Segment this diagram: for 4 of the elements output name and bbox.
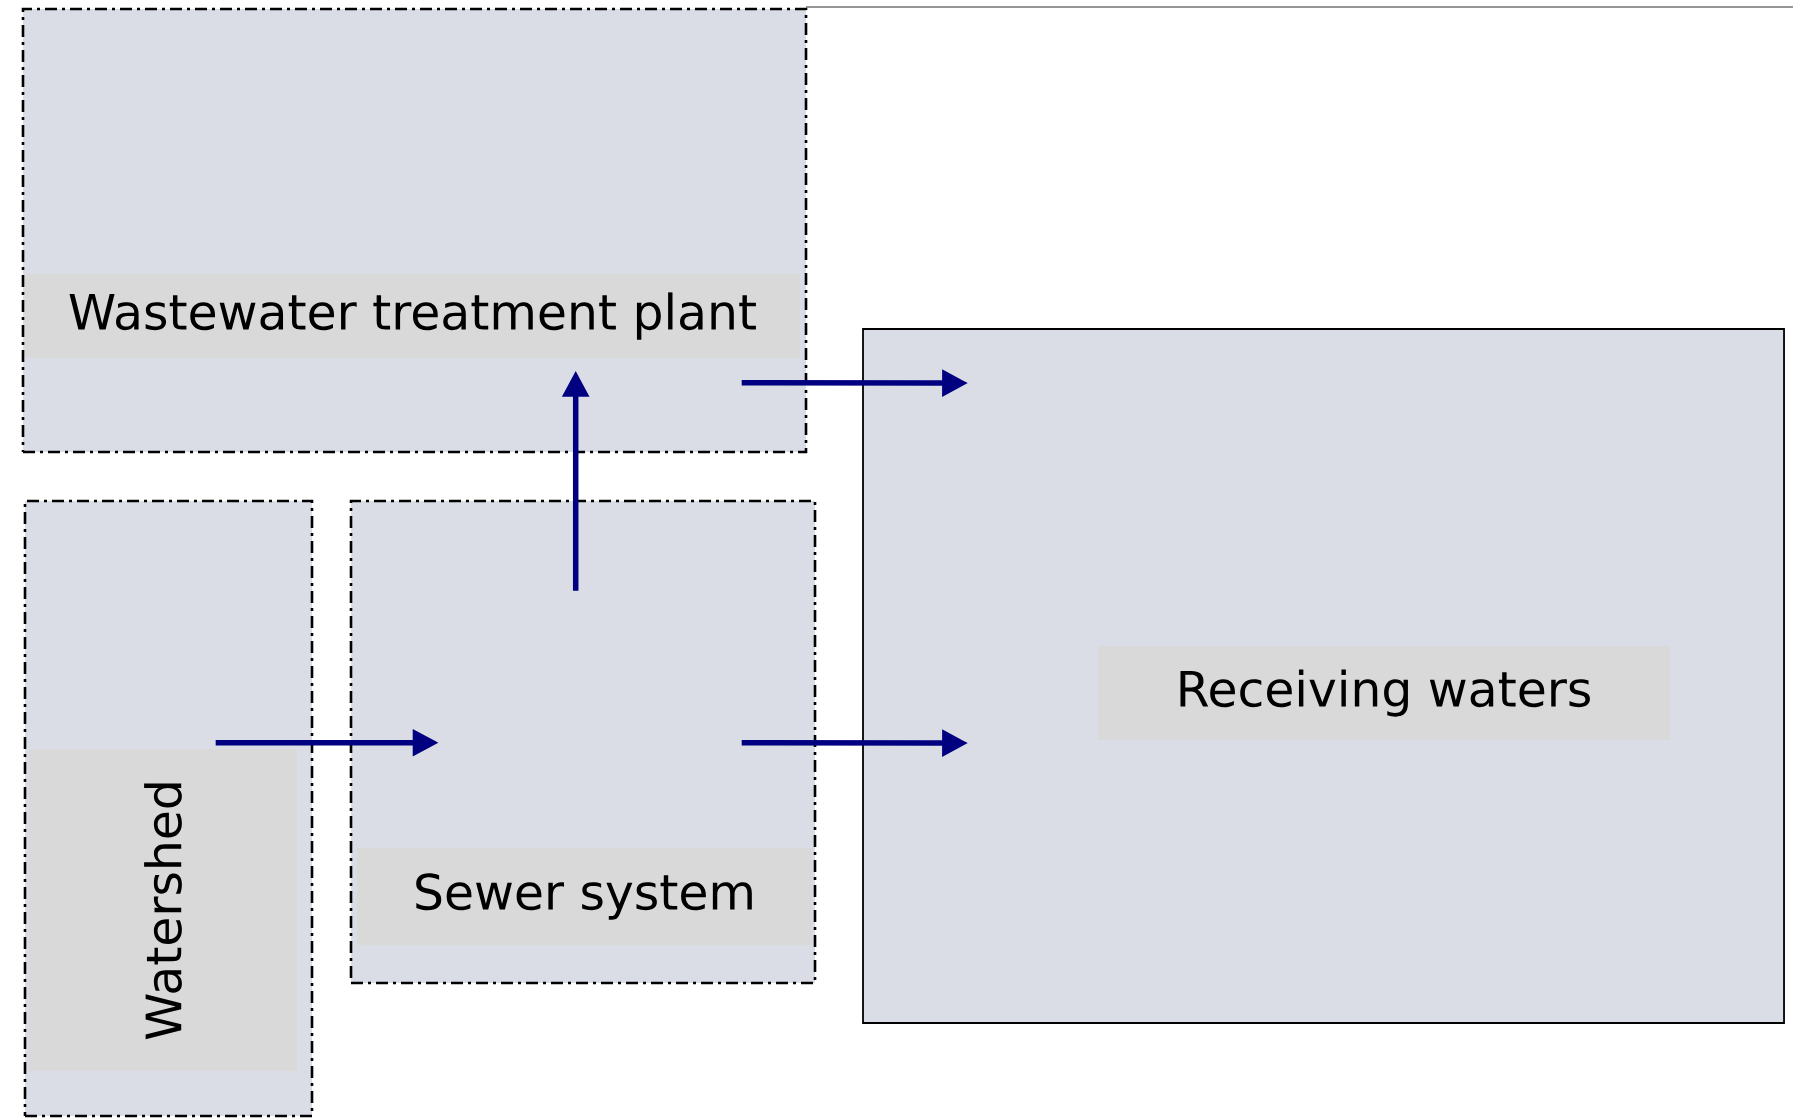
process-box: Wastewater treatment plant [21,7,808,454]
process-box: Sewer system [349,499,817,985]
process-box: Receiving waters [862,328,1785,1024]
process-box: Watershed [23,499,314,1118]
